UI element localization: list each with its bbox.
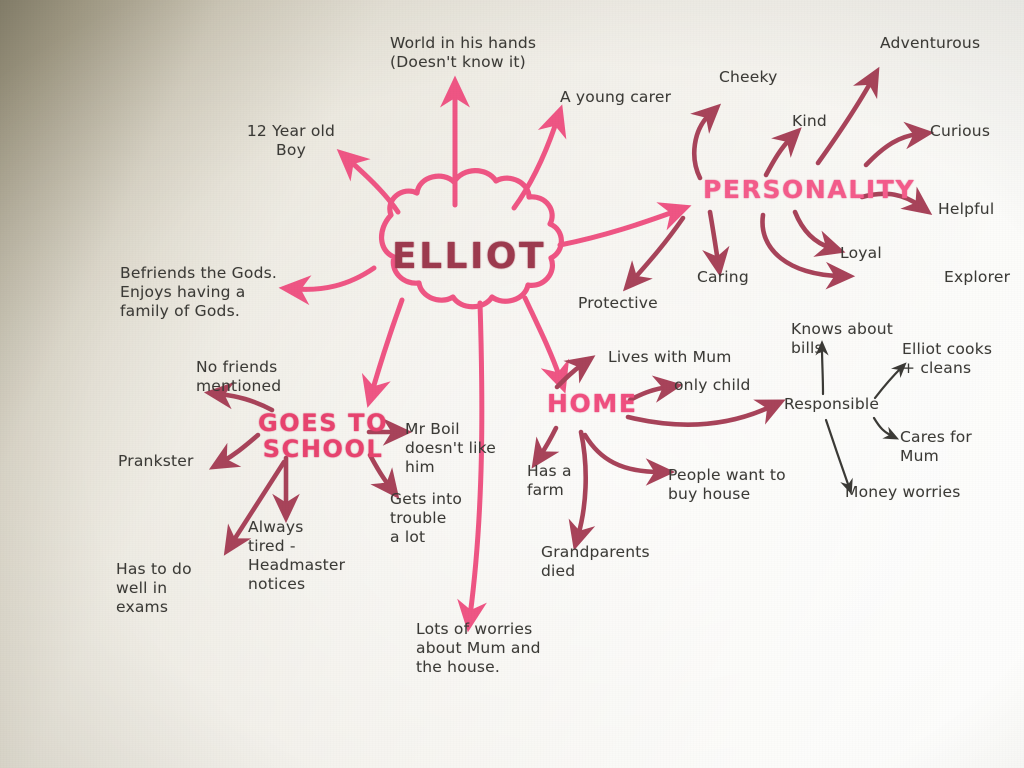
responsible-arrows — [815, 340, 907, 495]
hub-personality[interactable]: PERSONALITY — [703, 175, 916, 204]
node-always-tired-headmaster: Always tired - Headmaster notices — [248, 518, 346, 593]
arrow-personality-to-loyal — [792, 209, 846, 257]
center-node-elliot: ELLIOT — [392, 236, 547, 277]
arrow-personality-to-caring — [702, 209, 730, 278]
hub-goes-to-school[interactable]: GOES TO SCHOOL — [258, 409, 389, 463]
node-cheeky: Cheeky — [719, 68, 778, 86]
arrow-personality-to-cheeky — [690, 103, 722, 181]
node-people-want-to-buy-house: People want to buy house — [668, 466, 786, 503]
node-caring: Caring — [697, 268, 749, 286]
node-knows-about-bills: Knows about bills — [791, 320, 894, 357]
node-has-a-farm: Has a farm — [527, 462, 572, 499]
arrow-home-to-farm — [531, 425, 560, 469]
node-elliot-cooks-and-cleans: Elliot cooks + cleans — [902, 340, 993, 377]
arrow-elliot-to-gods — [278, 265, 377, 306]
arrow-home-to-grandparents — [568, 429, 596, 551]
arrow-personality-to-explorer — [760, 212, 856, 290]
node-lives-with-mum: Lives with Mum — [608, 348, 732, 366]
node-kind: Kind — [792, 112, 827, 130]
node-a-young-carer: A young carer — [560, 88, 672, 106]
arrow-personality-to-curious — [863, 121, 935, 168]
node-explorer: Explorer — [944, 268, 1011, 286]
arrow-school-to-prankster — [208, 432, 261, 470]
arrow-elliot-to-school — [361, 297, 405, 408]
node-has-to-do-well-in-exams: Has to do well in exams — [116, 560, 192, 616]
arrow-personality-to-protective — [622, 215, 686, 292]
node-12-year-old-boy: 12 Year old Boy — [246, 122, 336, 159]
node-prankster: Prankster — [118, 452, 194, 470]
arrow-responsible-to-money-worries — [824, 418, 853, 495]
node-no-friends-mentioned: No friends mentioned — [196, 358, 282, 395]
arrow-elliot-to-carer — [511, 104, 567, 211]
node-curious: Curious — [930, 122, 991, 140]
node-helpful: Helpful — [938, 200, 995, 218]
arrow-responsible-to-cooks-cleans — [873, 362, 907, 400]
arrow-personality-to-kind — [763, 127, 802, 178]
arrow-home-to-responsible — [625, 399, 786, 427]
node-only-child: only child — [674, 376, 751, 394]
arrow-elliot-to-personality — [557, 202, 692, 248]
node-money-worries: Money worries — [845, 483, 961, 501]
arrow-elliot-to-age — [336, 148, 401, 215]
node-cares-for-mum: Cares for Mum — [900, 428, 973, 465]
arrow-home-to-lives-with-mum — [554, 355, 596, 390]
arrow-responsible-to-cares-for-mum — [872, 416, 900, 440]
arrow-school-to-no-friends — [203, 381, 275, 413]
arrow-elliot-to-home — [522, 295, 570, 394]
node-protective: Protective — [578, 294, 658, 312]
arrow-home-to-buy-house — [582, 432, 676, 486]
node-adventurous: Adventurous — [880, 34, 981, 52]
node-grandparents-died: Grandparents died — [541, 543, 650, 580]
node-responsible: Responsible — [784, 395, 880, 413]
node-lots-of-worries: Lots of worries about Mum and the house. — [416, 620, 541, 676]
node-befriends-the-gods: Befriends the Gods. Enjoys having a fami… — [120, 264, 278, 320]
node-mr-boil: Mr Boil doesn't like him — [405, 420, 496, 476]
node-gets-into-trouble: Gets into trouble a lot — [390, 490, 463, 546]
node-loyal: Loyal — [840, 244, 882, 262]
node-world-in-his-hands: World in his hands (Doesn't know it) — [390, 34, 537, 71]
hub-home[interactable]: HOME — [547, 389, 638, 418]
